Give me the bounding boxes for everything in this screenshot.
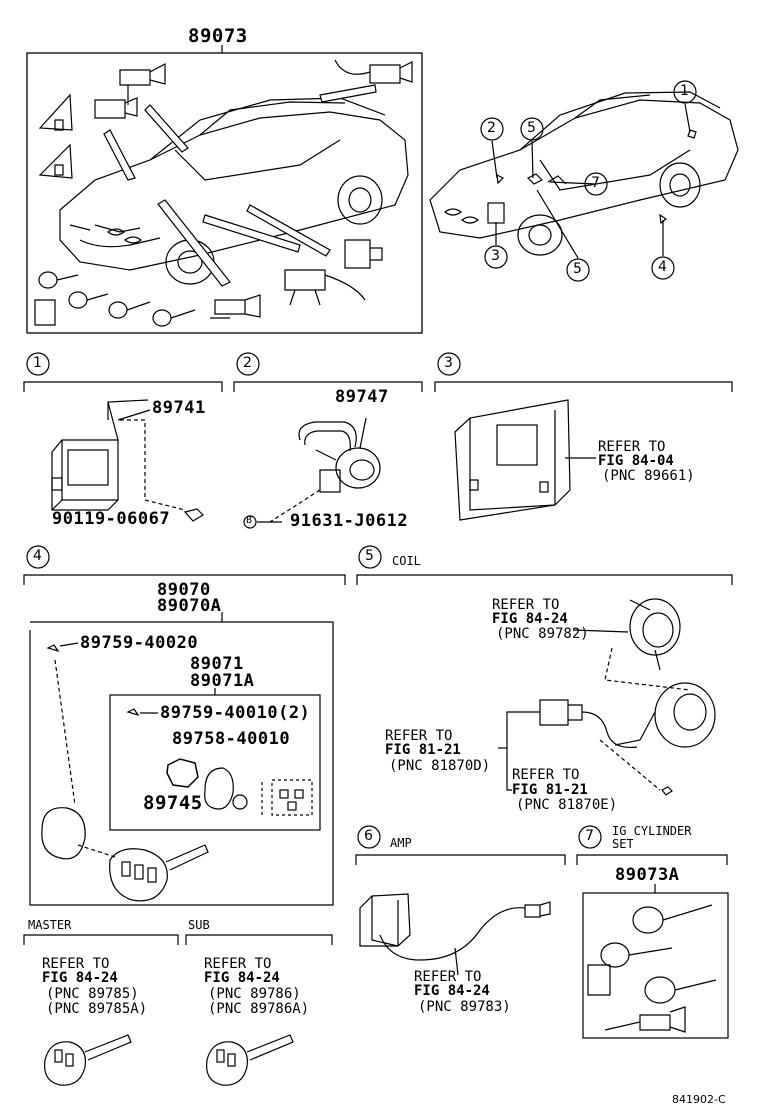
callout-2-label: 2 — [487, 120, 496, 136]
sub-89071A: 89071A — [190, 671, 255, 691]
section-brackets — [23, 352, 733, 945]
callout-5a-label: 5 — [527, 120, 536, 136]
s3-ref-line2: FIG 84-04 — [598, 453, 674, 469]
s6-ref-line2: FIG 84-24 — [414, 983, 490, 999]
master-title: MASTER — [28, 918, 72, 932]
part-89073A: 89073A — [615, 865, 680, 885]
master-ref-line1: REFER TO — [42, 956, 110, 972]
s5-ref-b-line3: (PNC 81870D) — [389, 758, 491, 774]
s7-title-line1: IG CYLINDER — [612, 824, 692, 838]
section6-number: 6 — [364, 828, 373, 844]
master-sub-keys — [43, 1034, 294, 1086]
part-89745: 89745 — [143, 792, 203, 814]
part-89747: 89747 — [335, 387, 389, 407]
s5-title: COIL — [392, 554, 421, 568]
s5-ref-c-line3: (PNC 81870E) — [516, 797, 618, 813]
part-90119-06067: 90119-06067 — [52, 509, 171, 529]
callout-3-label: 3 — [491, 248, 500, 264]
section4-number: 4 — [33, 548, 42, 564]
section2-number: 2 — [243, 355, 252, 371]
callout-1-label: 1 — [680, 83, 689, 99]
s3-ref-line3: (PNC 89661) — [602, 468, 695, 484]
part-91631-J0612: 91631-J0612 — [290, 511, 409, 531]
section7-drawing — [582, 884, 729, 1039]
s3-ref-line1: REFER TO — [598, 439, 666, 455]
section3-number: 3 — [444, 355, 453, 371]
kit-89070A: 89070A — [157, 596, 222, 616]
section2-drawing — [243, 417, 381, 529]
callout-7-label: 7 — [591, 175, 600, 191]
overview-callouts — [480, 80, 697, 282]
figure-code: 841902-C — [672, 1093, 726, 1106]
sub-title: SUB — [188, 918, 210, 932]
top-assembly-part-number: 89073 — [188, 25, 248, 47]
master-ref-line2: FIG 84-24 — [42, 970, 118, 986]
callout-4-label: 4 — [658, 259, 667, 275]
section5-number: 5 — [365, 548, 374, 564]
s5-ref-a-line1: REFER TO — [492, 597, 560, 613]
sub-ref-line4: (PNC 89786A) — [208, 1001, 310, 1017]
part-89759-40010: 89759-40010(2) — [160, 703, 311, 723]
section5-drawing — [498, 598, 716, 796]
s5-ref-b-line2: FIG 81-21 — [385, 742, 461, 758]
s5-ref-b-line1: REFER TO — [385, 728, 453, 744]
callout-5b-label: 5 — [573, 261, 582, 277]
s7-title-line2: SET — [612, 837, 634, 851]
part-89758-40010: 89758-40010 — [172, 729, 291, 749]
master-ref-line3: (PNC 89785) — [46, 986, 139, 1002]
section1-drawing — [51, 399, 204, 522]
section6-drawing — [359, 893, 551, 976]
kit-89070: 89070 — [157, 580, 211, 600]
s5-ref-a-line3: (PNC 89782) — [496, 626, 589, 642]
location-overview-car — [429, 91, 739, 259]
sub-ref-line3: (PNC 89786) — [208, 986, 301, 1002]
sub-ref-line2: FIG 84-24 — [204, 970, 280, 986]
sub-ref-line1: REFER TO — [204, 956, 272, 972]
s5-ref-a-line2: FIG 84-24 — [492, 611, 568, 627]
s6-title: AMP — [390, 836, 412, 850]
assembly-overview-car — [26, 45, 423, 334]
part-89741: 89741 — [152, 398, 206, 418]
section4-drawing — [29, 612, 334, 906]
section7-number: 7 — [585, 828, 594, 844]
section3-drawing — [454, 399, 596, 521]
s6-ref-line3: (PNC 89783) — [418, 999, 511, 1015]
sub-89071: 89071 — [190, 654, 244, 674]
part-89759-40020: 89759-40020 — [80, 633, 199, 653]
s5-ref-c-line2: FIG 81-21 — [512, 782, 588, 798]
bolt-code-b: B — [246, 515, 253, 526]
s6-ref-line1: REFER TO — [414, 969, 482, 985]
s5-ref-c-line1: REFER TO — [512, 767, 580, 783]
section1-number: 1 — [33, 355, 42, 371]
master-ref-line4: (PNC 89785A) — [46, 1001, 148, 1017]
